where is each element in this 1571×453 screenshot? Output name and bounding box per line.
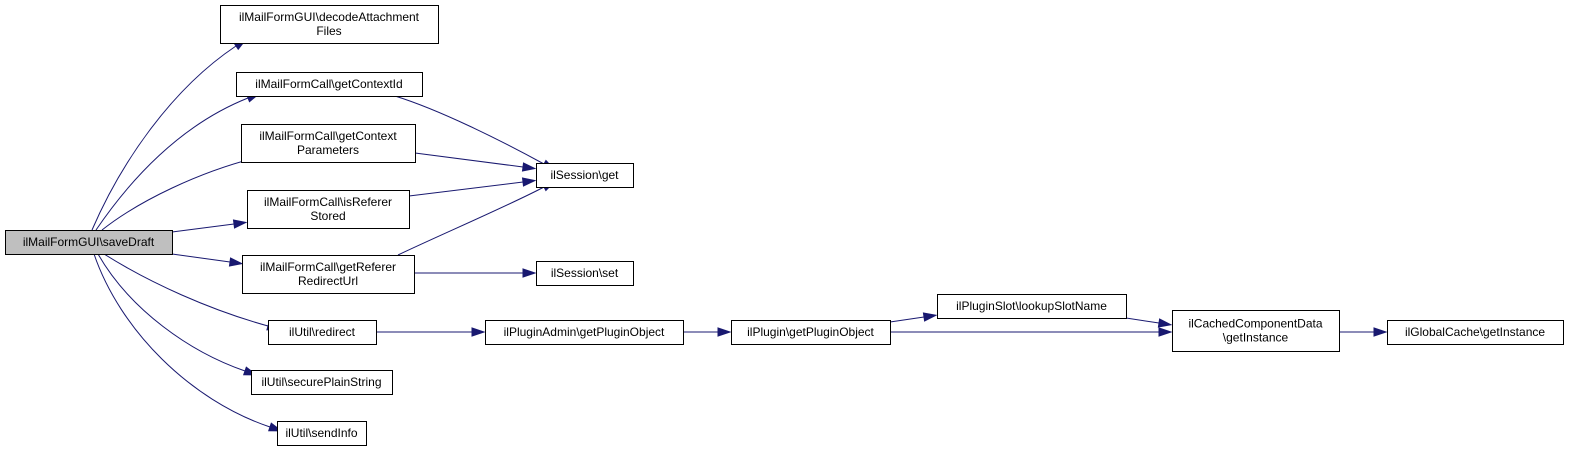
edge-line (408, 181, 524, 197)
node-label: Parameters (297, 143, 359, 157)
edge-line (95, 97, 249, 231)
edge-pluginGetPluginObject-to-lookupSlotName (889, 312, 938, 323)
node-box (1172, 310, 1340, 352)
node-box (5, 230, 173, 255)
node-box (1387, 320, 1564, 345)
node-label: Stored (310, 209, 345, 223)
edge-getContextParameters-to-sessionGet (414, 152, 537, 172)
node-label: ilMailFormCall\getContextId (255, 77, 402, 91)
edge-line (97, 253, 246, 372)
edge-redirect-to-pluginAdminGetPluginObject (376, 327, 486, 337)
edge-saveDraft-to-decodeAttachmentFiles (91, 38, 248, 231)
node-securePlainString[interactable]: ilUtil\securePlainString (251, 370, 393, 395)
node-box (277, 421, 367, 446)
edge-pluginGetPluginObject-to-cachedComponentDataGetInstance (890, 327, 1173, 337)
node-lookupSlotName[interactable]: ilPluginSlot\lookupSlotName (937, 294, 1127, 319)
node-label: ilUtil\redirect (289, 325, 356, 339)
edge-line (414, 152, 524, 168)
node-label: ilPluginSlot\lookupSlotName (956, 299, 1107, 313)
node-label: ilUtil\securePlainString (261, 375, 381, 389)
edge-saveDraft-to-securePlainString (97, 253, 258, 376)
node-pluginGetPluginObject[interactable]: ilPlugin\getPluginObject (731, 320, 891, 345)
edge-line (1125, 317, 1160, 324)
node-box (268, 320, 377, 345)
node-label: RedirectUrl (298, 274, 358, 288)
edge-line (171, 223, 235, 233)
node-label: Files (316, 24, 341, 38)
edge-arrowhead (228, 257, 244, 267)
edge-arrowhead (922, 312, 938, 322)
edge-line (91, 45, 237, 231)
edge-line (397, 186, 545, 256)
edge-line (93, 253, 271, 428)
node-sendInfo[interactable]: ilUtil\sendInfo (277, 421, 367, 446)
node-box (251, 370, 393, 395)
node-getContextId[interactable]: ilMailFormCall\getContextId (236, 72, 423, 97)
edge-arrowhead (1373, 327, 1388, 337)
edge-line (394, 95, 545, 165)
node-sessionGet[interactable]: ilSession\get (536, 163, 634, 188)
edge-saveDraft-to-isRefererStored (171, 219, 248, 233)
node-box (247, 190, 410, 229)
node-pluginAdminGetPluginObject[interactable]: ilPluginAdmin\getPluginObject (485, 320, 684, 345)
node-label: ilMailFormGUI\decodeAttachment (239, 10, 420, 24)
node-label: ilPlugin\getPluginObject (747, 325, 874, 339)
node-box (220, 5, 439, 44)
edge-cachedComponentDataGetInstance-to-globalCacheGetInstance (1339, 327, 1388, 337)
edge-saveDraft-to-getRefererRedirectUrl (171, 253, 244, 267)
node-label: ilMailFormCall\getContext (259, 129, 397, 143)
edge-line (101, 157, 256, 231)
edge-arrowhead (521, 177, 537, 187)
node-label: ilMailFormCall\isReferer (264, 195, 392, 209)
node-box (236, 72, 423, 97)
node-box (536, 163, 634, 188)
node-sessionSet[interactable]: ilSession\set (536, 261, 634, 286)
nodes-layer: ilMailFormGUI\saveDraft ilMailFormGUI\dec… (5, 5, 1564, 446)
edge-line (171, 253, 231, 263)
edge-saveDraft-to-getContextId (95, 92, 261, 231)
edge-arrowhead (717, 327, 732, 337)
edge-arrowhead (232, 219, 248, 229)
edge-saveDraft-to-getContextParameters (101, 153, 269, 231)
edge-arrowhead (1158, 327, 1173, 337)
node-box (536, 261, 634, 286)
node-box (937, 294, 1127, 319)
edge-isRefererStored-to-sessionGet (408, 177, 537, 197)
edge-getContextId-to-sessionGet (394, 95, 556, 171)
node-label: ilSession\get (550, 168, 619, 182)
node-box (485, 320, 684, 345)
edge-pluginAdminGetPluginObject-to-pluginGetPluginObject (683, 327, 732, 337)
node-redirect[interactable]: ilUtil\redirect (268, 320, 377, 345)
edge-lookupSlotName-to-cachedComponentDataGetInstance (1125, 317, 1173, 328)
node-label: ilUtil\sendInfo (285, 426, 357, 440)
node-label: ilPluginAdmin\getPluginObject (504, 325, 665, 339)
node-label: ilSession\set (551, 266, 619, 280)
node-label: ilCachedComponentData (1188, 317, 1322, 331)
edge-arrowhead (521, 162, 537, 172)
node-cachedComponentDataGetInstance[interactable]: ilCachedComponentData\getInstance (1172, 310, 1340, 352)
node-saveDraft[interactable]: ilMailFormGUI\saveDraft (5, 230, 173, 255)
edge-getRefererRedirectUrl-to-sessionGet (397, 180, 557, 256)
edge-getRefererRedirectUrl-to-sessionSet (414, 268, 537, 278)
node-label: \getInstance (1223, 331, 1289, 345)
node-label: ilGlobalCache\getInstance (1405, 325, 1545, 339)
node-box (731, 320, 891, 345)
edge-line (889, 316, 925, 323)
edge-arrowhead (522, 268, 537, 278)
node-box (241, 124, 416, 163)
node-box (242, 255, 415, 294)
edge-arrowhead (1157, 318, 1173, 328)
node-label: ilMailFormCall\getReferer (260, 260, 396, 274)
edge-arrowhead (471, 327, 486, 337)
node-globalCacheGetInstance[interactable]: ilGlobalCache\getInstance (1387, 320, 1564, 345)
edge-line (103, 253, 269, 327)
node-label: ilMailFormGUI\saveDraft (23, 235, 155, 249)
